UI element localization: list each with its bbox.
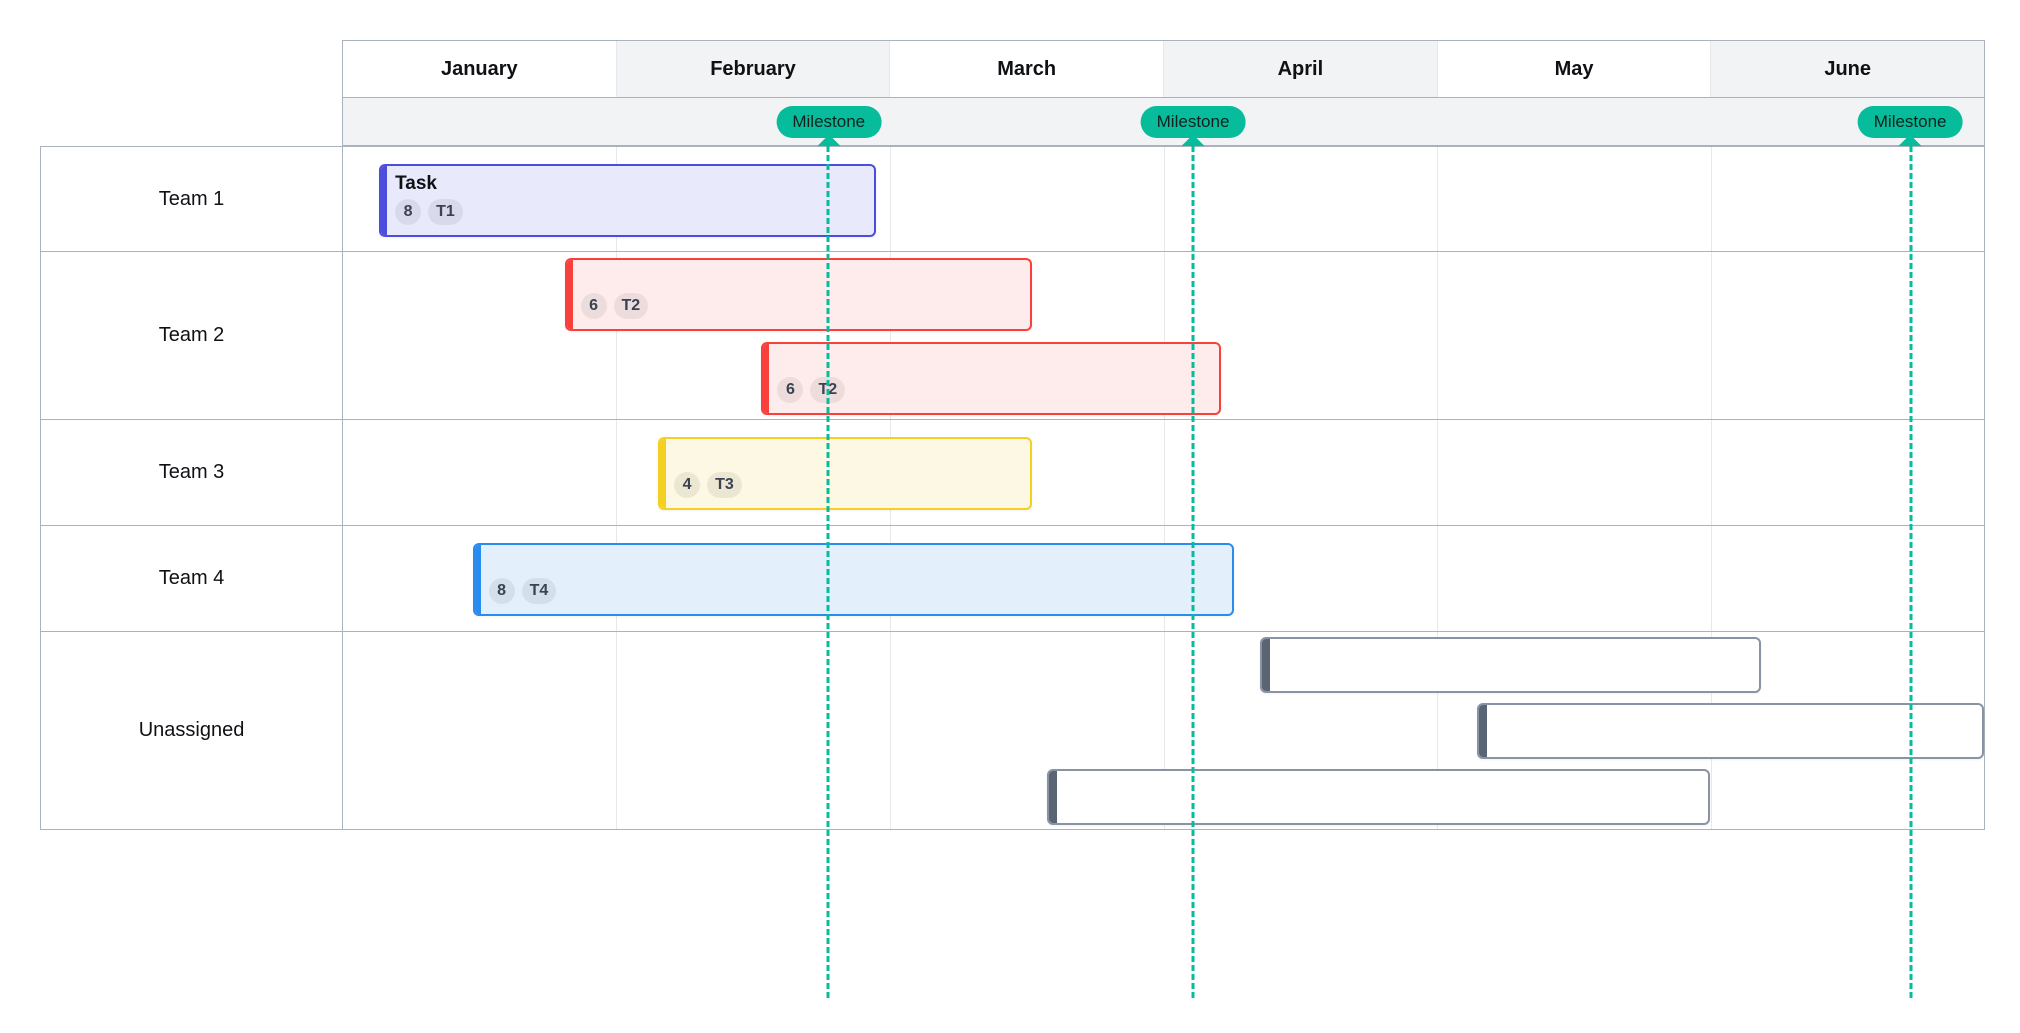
row-label-team-1[interactable]: Team 1 — [41, 147, 343, 251]
task-bar-accent — [381, 165, 388, 235]
column-separator — [1163, 147, 1165, 251]
timeline-month-january[interactable]: January — [343, 41, 617, 97]
gantt-row: Unassigned — [40, 632, 1985, 830]
task-code-chip: T2 — [613, 292, 649, 319]
column-separator — [1163, 420, 1165, 525]
column-separator — [1436, 420, 1438, 525]
column-separator — [1710, 420, 1712, 525]
task-code-chip: T1 — [428, 198, 463, 225]
timeline-month-april[interactable]: April — [1164, 41, 1438, 97]
task-duration-chip: 6 — [580, 292, 607, 319]
task-duration-chip: 6 — [777, 376, 804, 403]
milestone-strip: Milestone Milestone Milestone — [342, 97, 1985, 159]
row-label-team-4[interactable]: Team 4 — [41, 526, 343, 631]
column-separator — [1436, 526, 1438, 631]
task-duration-chip: 8 — [395, 198, 422, 225]
column-separator — [1436, 147, 1438, 251]
task-bar[interactable] — [1260, 637, 1761, 693]
task-bar-content — [1493, 705, 1972, 757]
task-bar[interactable] — [1476, 703, 1984, 759]
column-separator — [616, 252, 618, 419]
timeline-month-june[interactable]: June — [1711, 41, 1985, 97]
row-track[interactable] — [343, 632, 1984, 829]
task-bar-title: Task — [395, 172, 437, 194]
task-bar-accent — [1048, 771, 1057, 823]
milestone-badge[interactable]: Milestone — [776, 106, 882, 138]
column-separator — [1710, 147, 1712, 251]
task-duration-chip: 4 — [674, 471, 701, 498]
column-separator — [1436, 252, 1438, 419]
column-separator — [889, 252, 891, 419]
column-separator — [1710, 252, 1712, 419]
row-label-team-3[interactable]: Team 3 — [41, 420, 343, 525]
row-label-unassigned[interactable]: Unassigned — [41, 632, 343, 829]
task-bar-accent — [1262, 639, 1271, 691]
task-bar-accent — [474, 544, 481, 614]
task-bar-accent — [566, 259, 573, 329]
timeline-month-march[interactable]: March — [890, 41, 1165, 97]
column-separator — [1163, 252, 1165, 419]
row-label-team-2[interactable]: Team 2 — [41, 252, 343, 419]
column-separator — [1163, 632, 1165, 829]
column-separator — [1710, 526, 1712, 631]
task-duration-chip: 8 — [488, 577, 515, 604]
milestone-badge[interactable]: Milestone — [1857, 106, 1963, 138]
task-bar-content — [1276, 639, 1749, 691]
task-code-chip: T4 — [521, 577, 557, 604]
timeline-month-february[interactable]: February — [616, 41, 891, 97]
task-bar-content — [1063, 771, 1698, 823]
task-bar-accent — [660, 438, 667, 508]
milestone-badge[interactable]: Milestone — [1140, 106, 1246, 138]
task-bar-accent — [763, 343, 770, 413]
timeline-month-may[interactable]: May — [1438, 41, 1712, 97]
column-separator — [616, 632, 618, 829]
task-bar-accent — [1478, 705, 1487, 757]
column-separator — [616, 420, 618, 525]
task-bar[interactable] — [1046, 769, 1710, 825]
task-code-chip: T2 — [810, 376, 846, 403]
column-separator — [889, 147, 891, 251]
column-separator — [889, 632, 891, 829]
task-code-chip: T3 — [707, 471, 742, 498]
column-separator — [1436, 632, 1438, 829]
